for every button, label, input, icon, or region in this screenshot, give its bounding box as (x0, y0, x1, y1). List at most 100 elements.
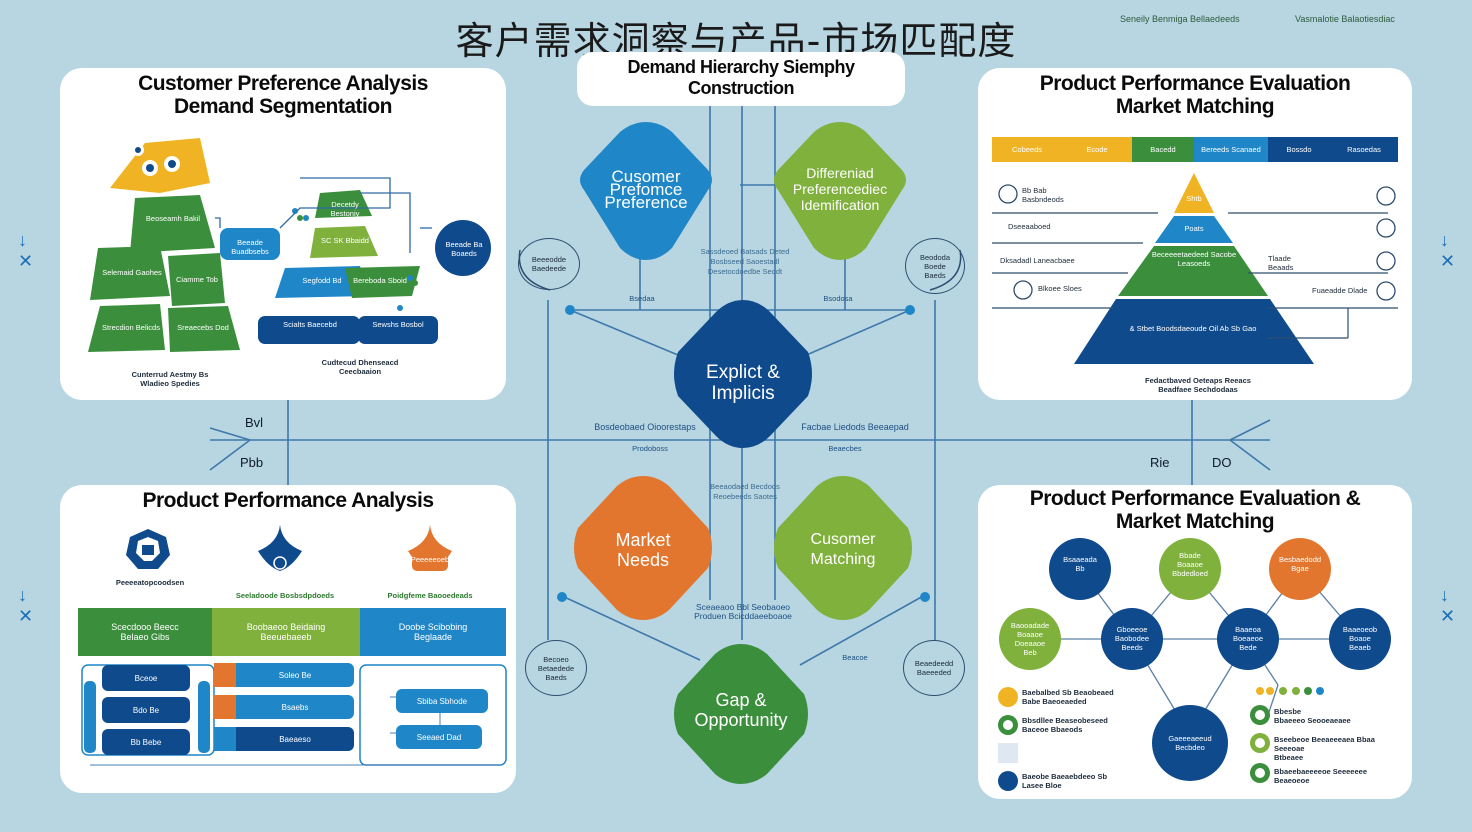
circle-label: Beeade Ba Boaeds (445, 240, 483, 258)
panel-title: Product Performance Evaluation Market Ma… (1039, 72, 1351, 118)
icon-label-3: Peeeeeoeb (410, 555, 450, 564)
right-row-2: Fuaeadde Dlade (1312, 286, 1368, 295)
pyramid-caption: Fedactbaved Oeteaps Reeacs Beadfaee Sech… (1145, 376, 1251, 394)
hex-gap-opportunity[interactable]: Gap & Opportunity (694, 690, 788, 730)
icon-caption-1: Seeladoode Bosbsdpdoeds (235, 591, 335, 600)
right-pill-1: Sbiba Sbhode (396, 689, 488, 713)
left-pill-3: Bb Bebe (102, 729, 190, 755)
panel-demand-hierarchy: Demand Hierarchy Siemphy Construction (577, 52, 905, 106)
right-pill-2: Seeaed Dad (396, 725, 482, 749)
node-mid-4[interactable]: Baaeoeob Boaoe Beaeb (1342, 625, 1378, 652)
right-shape-5: Scialts Baecebd (283, 320, 337, 329)
panel-product-evaluation-top: Product Performance Evaluation Market Ma… (978, 68, 1412, 400)
legend-left-1: Baebalbed Sb Beaobeaed Babe Baeoeaeded (1022, 688, 1114, 706)
bridge-label-left-a: Bvl (245, 415, 264, 430)
corner-note-2: Vasmalotie Balaotiesdiac (1295, 14, 1395, 24)
right-shape-4: Bereboda Sboid (353, 276, 407, 285)
center-note-3: Desetocdoedbe Seodt (707, 267, 783, 276)
side-pill-label: Beeade Buadbsebs (231, 238, 269, 256)
legend-right-3: Bbaeebaeeeeoe Seeeeeee Beaeoeoe (1274, 767, 1367, 785)
matching-network (998, 538, 1391, 791)
shape-label-3: Ciamme Tob (176, 275, 218, 284)
performance-icons (81, 525, 507, 766)
right-row-1: Tlaade Beaads (1268, 254, 1294, 272)
left-row-4: Blkoee Sloes (1038, 284, 1082, 293)
shape-label-4: Strecdion Belicds (102, 323, 160, 332)
header-cell-3: Doobe Scibobing Beglaade (360, 608, 506, 656)
node-top-3[interactable]: Besbaedodd Bgae (1278, 555, 1322, 573)
shape-label-5: Sreaecebs Dod (177, 323, 229, 332)
legend-right-1: Bbesbe Bbaeeeo Seooeaeaee (1274, 707, 1351, 725)
panel-title: Demand Hierarchy Siemphy Construction (627, 57, 855, 98)
side-arrow-right-bottom: ↓✕ (1440, 585, 1456, 626)
hex-customer-matching[interactable]: Cusomer Matching (810, 531, 876, 568)
node-top-1[interactable]: Bsaaeada Bb (1063, 555, 1097, 573)
left-row-3: Dksadadl Laneacbaee (1000, 256, 1075, 265)
right-shape-6: Sewshs Bosbol (372, 320, 424, 329)
mid-pill-3: Baeaeso (236, 727, 354, 751)
panel-title: Customer Preference Analysis Demand Segm… (138, 72, 428, 118)
header-cell-1: Scecdooo Beecc Belaeo Gibs (78, 608, 212, 656)
node-mid-2[interactable]: Gboeeoe Baobodee Beeds (1114, 625, 1150, 652)
right-shape-2: SC SK Bbaidd (321, 236, 369, 245)
note-circle-right-top: Beododa Boede Baeds (905, 238, 965, 294)
corner-note-1: Seneily Benmiga Bellaedeeds (1120, 14, 1240, 24)
header-cell-4: Bereeds Scanaed (1194, 137, 1268, 162)
center-note-2: Bosbseed Saoestadl (710, 257, 780, 266)
mid-pill-1: Soleo Be (236, 663, 354, 687)
node-mid-3[interactable]: Baaeoa Boeaeoe Bede (1232, 625, 1264, 652)
header-cell-5: Bossdo (1268, 137, 1330, 162)
pyramid-level-1: Shtb (1186, 194, 1202, 203)
hex-explicit-implicit[interactable]: Explict & Implicis (706, 362, 780, 404)
mid-left-b: Prodoboss (632, 444, 668, 453)
shape-label-1: Beoseamh Bakil (145, 214, 201, 223)
mid-pill-2: Bsaebs (236, 695, 354, 719)
icon-label-2: Peoeaobeh (261, 573, 301, 582)
caption-left: Cunterrud Aestmy Bs Wladieo Spedies (131, 370, 209, 388)
node-bottom[interactable]: Gaeeeaeeud Becbdeo (1168, 734, 1212, 752)
low-caption: Sceaeaoo Bbl Seobaoeo Produen Bcicddaeeb… (694, 602, 792, 621)
panel-product-performance: Product Performance Analysis Peeeeatopco… (60, 485, 516, 793)
hex-differentiated-identification[interactable]: Differeniad Preferencediec Idemification (792, 165, 888, 213)
node-mid-1[interactable]: Baooadade Boaaoe Doeaaoe Beb (1010, 621, 1050, 657)
mid-left-a: Bosdeobaed Oioorestaps (594, 422, 696, 432)
shape-label-2: Selemaid Gaohes (102, 268, 162, 277)
low-note-1: Beeaodaed Becdods (710, 482, 780, 491)
icon-caption-2: Poidgfeme Baooedeads (387, 591, 473, 600)
mid-right-a: Facbae Liedods Beeaepad (801, 422, 909, 432)
caption-right: Cudtecud Dhenseacd Ceecbaaion (321, 358, 399, 376)
pyramid-level-4: & Stbet Boodsdaeoude Oil Ab Sb Gao (1129, 324, 1257, 333)
header-cell-2: Ecode (1062, 137, 1132, 162)
panel-title: Product Performance Evaluation & Market … (1029, 487, 1361, 533)
note-circle-left-top: Beeeodde Baedeede (518, 238, 580, 290)
panel-title: Product Performance Analysis (142, 489, 435, 512)
icon-label-1: Peeeeatopcoodsen (115, 578, 185, 587)
left-row-1: Bb Bab Basbndeods (1022, 186, 1064, 204)
header-cell-2: Boobaeoo Beidaing Beeuebaeeb (212, 608, 360, 656)
pyramid-level-2: Poats (1184, 224, 1204, 233)
node-top-2[interactable]: Bbade Boaaoe Bbdedloed (1172, 551, 1208, 578)
right-shape-3: Segfodd Bd (302, 276, 342, 285)
left-pill-2: Bdo Be (102, 697, 190, 723)
bridge-label-left-b: Pbb (240, 455, 264, 470)
center-label-right: Bsodosa (823, 294, 853, 303)
hex-customer-preference[interactable]: Cusomer Prefomce Preference (604, 167, 688, 212)
pyramid-graphic (992, 173, 1398, 364)
bridge-label-right-b: DO (1212, 455, 1232, 470)
legend-left-2: Bbsdllee Beaseobeseed Baceoe Bbaeods (1022, 716, 1108, 734)
mid-right-b: Beaecbes (828, 444, 862, 453)
left-pill-1: Bceoe (102, 665, 190, 691)
left-row-2: Dseeaaboed (1008, 222, 1051, 231)
legend-left-4: Baeobe Baeaebdeeo Sb Lasee Bloe (1022, 772, 1108, 790)
segmentation-graphic (88, 138, 491, 352)
hex-market-needs[interactable]: Market Needs (615, 530, 671, 570)
panel-product-evaluation-bottom: Product Performance Evaluation & Market … (978, 485, 1412, 799)
header-cell-1: Cobeeds (992, 137, 1062, 162)
side-arrow-left-top: ↓✕ (18, 230, 34, 271)
panel-customer-preference: Customer Preference Analysis Demand Segm… (60, 68, 506, 400)
bridge-label-right-a: Rie (1150, 455, 1170, 470)
note-circle-left-bottom: Becoeo Betaedede Baeds (525, 640, 587, 696)
low-right-note: Beacoe (842, 653, 868, 662)
side-arrow-right-top: ↓✕ (1440, 230, 1456, 271)
